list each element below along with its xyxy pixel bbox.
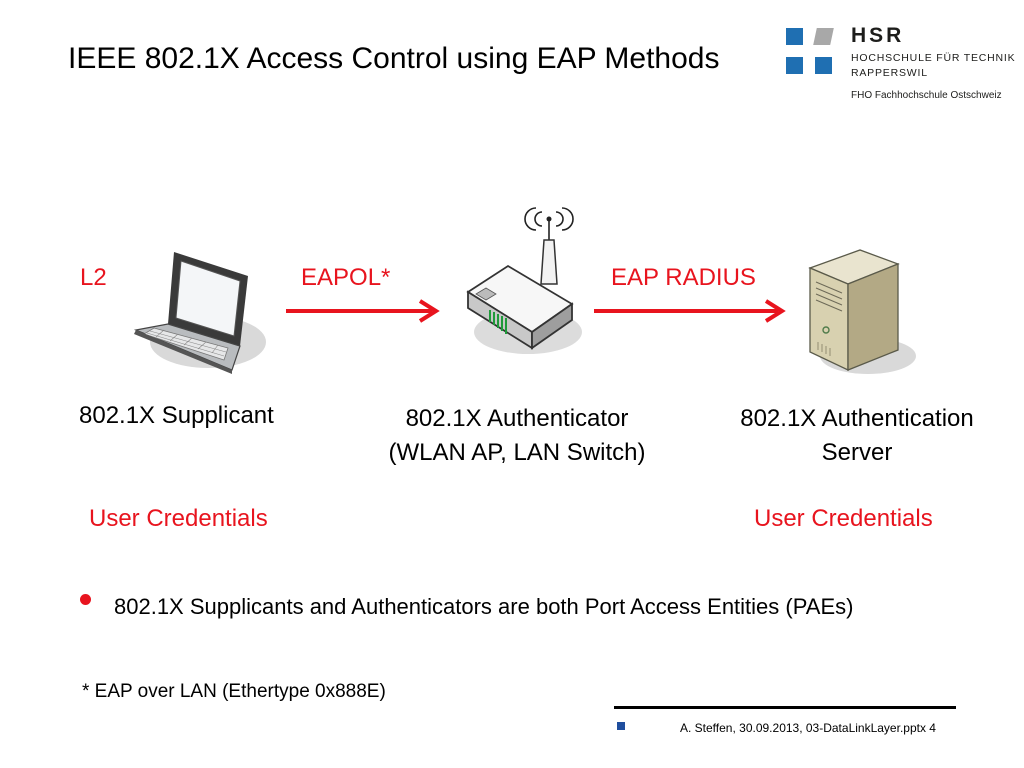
- eap-radius-label: EAP RADIUS: [611, 264, 756, 291]
- footer-rule: [614, 706, 956, 709]
- logo-line2: RAPPERSWIL: [851, 67, 928, 79]
- footer-square-icon: [617, 722, 625, 730]
- footnote: * EAP over LAN (Ethertype 0x888E): [82, 681, 386, 702]
- logo-wordmark: HSR: [851, 24, 905, 47]
- logo-square: [815, 57, 832, 74]
- logo-line1: HOCHSCHULE FÜR TECHNIK: [851, 52, 1016, 64]
- supplicant-credentials: User Credentials: [89, 505, 268, 532]
- layer-label: L2: [80, 264, 107, 291]
- server-label-line1: 802.1X Authentication: [740, 405, 974, 432]
- server-credentials: User Credentials: [754, 505, 933, 532]
- authenticator-label-line2: (WLAN AP, LAN Switch): [388, 439, 646, 466]
- eap-radius-arrow: [594, 299, 786, 323]
- logo-square: [786, 57, 803, 74]
- authenticator-label-line1: 802.1X Authenticator: [405, 405, 629, 432]
- logo-square: [813, 28, 834, 45]
- laptop-icon: [133, 252, 266, 374]
- bullet-dot: [80, 594, 91, 605]
- slide-title: IEEE 802.1X Access Control using EAP Met…: [68, 42, 720, 75]
- eapol-arrow: [286, 299, 440, 323]
- server-label: 802.1X Authentication Server: [702, 402, 1012, 470]
- logo-square: [786, 28, 803, 45]
- server-icon: [808, 249, 916, 374]
- bullet-text: 802.1X Supplicants and Authenticators ar…: [114, 594, 854, 619]
- eapol-label: EAPOL*: [301, 264, 391, 291]
- access-point-icon: [466, 207, 582, 354]
- supplicant-label: 802.1X Supplicant: [79, 402, 274, 429]
- authenticator-label: 802.1X Authenticator (WLAN AP, LAN Switc…: [362, 402, 672, 470]
- footer-text: A. Steffen, 30.09.2013, 03-DataLinkLayer…: [680, 721, 936, 735]
- server-label-line2: Server: [821, 439, 893, 466]
- logo-line3: FHO Fachhochschule Ostschweiz: [851, 90, 1002, 101]
